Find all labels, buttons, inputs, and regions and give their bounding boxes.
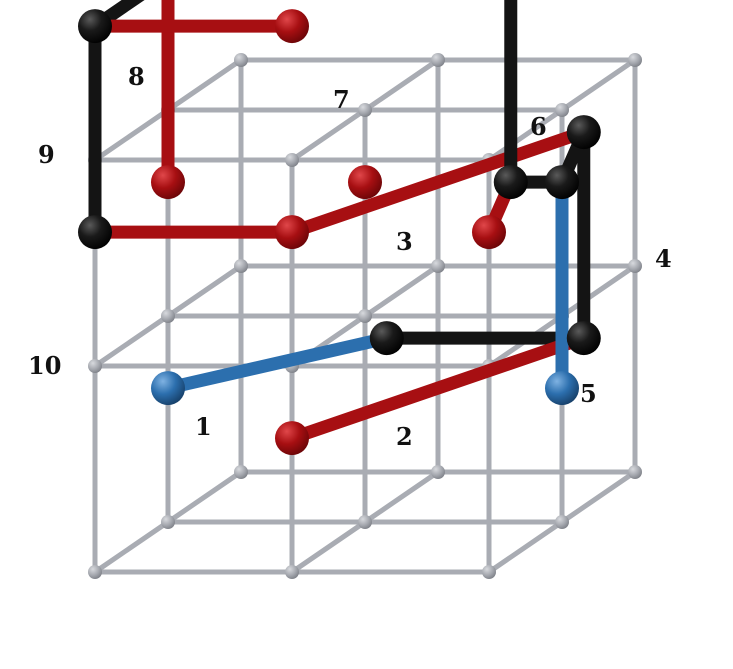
node-label-1: 1 xyxy=(195,412,212,441)
node-3 xyxy=(566,115,601,150)
grid-node xyxy=(358,515,372,529)
node-label-10: 10 xyxy=(28,351,61,380)
red-node xyxy=(275,9,309,44)
grid-node xyxy=(358,103,372,117)
grid-line xyxy=(486,519,565,575)
node-label-2: 2 xyxy=(396,422,413,451)
node-label-3: 3 xyxy=(396,227,413,256)
grid-node xyxy=(88,359,102,373)
blue-node xyxy=(151,371,185,406)
grid-node xyxy=(555,515,569,529)
grid-line xyxy=(362,469,441,525)
grid-node xyxy=(161,515,175,529)
grid-node xyxy=(234,465,248,479)
grid-line xyxy=(92,519,171,575)
node-2 xyxy=(566,321,601,356)
grid-line xyxy=(92,107,171,163)
grid-line xyxy=(165,57,244,113)
grid-node xyxy=(234,259,248,273)
colored-nodes xyxy=(78,9,601,456)
grid-node xyxy=(358,309,372,323)
grid-line xyxy=(165,263,244,319)
grid-node xyxy=(161,309,175,323)
node-labels: 1 2 3 4 5 6 7 8 9 10 xyxy=(28,62,672,451)
grid-node xyxy=(628,53,642,67)
grid-line xyxy=(559,263,638,319)
node-label-4: 4 xyxy=(655,244,672,273)
lattice-grid xyxy=(92,57,638,575)
grid-line xyxy=(559,57,638,113)
grid-line xyxy=(486,107,565,163)
grid-node xyxy=(482,565,496,579)
red-bond xyxy=(285,125,591,239)
node-1 xyxy=(369,321,404,356)
node-label-9: 9 xyxy=(38,140,55,169)
red-bond xyxy=(285,331,591,445)
grid-node xyxy=(628,465,642,479)
grid-node xyxy=(234,53,248,67)
node-5 xyxy=(493,165,528,200)
node-4 xyxy=(545,165,579,200)
red-node xyxy=(275,421,309,456)
grid-node xyxy=(88,565,102,579)
grid-line xyxy=(165,469,244,525)
grid-line xyxy=(92,313,171,369)
node-label-7: 7 xyxy=(333,85,350,114)
grid-node xyxy=(431,53,445,67)
node-label-6: 6 xyxy=(530,112,547,141)
red-node xyxy=(275,215,309,250)
red-node xyxy=(348,165,382,200)
grid-node xyxy=(285,153,299,167)
grid-line xyxy=(362,57,441,113)
blue-node xyxy=(545,371,579,406)
node-label-5: 5 xyxy=(580,379,597,408)
blue-bond xyxy=(161,331,394,395)
grid-line xyxy=(289,519,368,575)
grid-line xyxy=(289,107,368,163)
grid-node xyxy=(431,259,445,273)
grid-node xyxy=(628,259,642,273)
red-node xyxy=(472,215,506,250)
node-9 xyxy=(78,9,112,44)
grid-line xyxy=(559,469,638,525)
grid-node xyxy=(555,103,569,117)
grid-node xyxy=(285,565,299,579)
grid-node xyxy=(431,465,445,479)
grid-line xyxy=(362,263,441,319)
red-node xyxy=(151,165,185,200)
node-label-8: 8 xyxy=(128,62,145,91)
node-10 xyxy=(78,215,112,250)
